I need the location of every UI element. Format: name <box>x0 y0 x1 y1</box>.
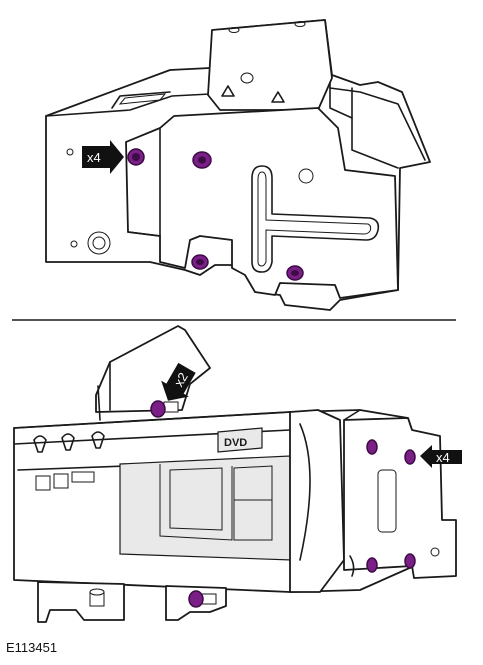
side-screw-2 <box>404 449 416 465</box>
bottom-bracket-left <box>37 581 125 623</box>
svg-text:DVD: DVD <box>224 437 247 449</box>
screw-bottom-right <box>286 265 304 281</box>
bottom-panel: DVD <box>13 325 462 623</box>
side-screw-1 <box>366 439 378 455</box>
screw-bottom-left <box>191 254 209 270</box>
bolt-top <box>150 400 179 418</box>
callout-x4-right-label: x4 <box>436 450 450 465</box>
screw-top-left <box>127 148 145 166</box>
callout-x2: x2 <box>161 362 196 401</box>
figure-reference: E113451 <box>6 640 58 655</box>
side-screw-4 <box>404 553 416 569</box>
bolt-bottom <box>188 590 217 608</box>
top-mounting-tab <box>207 19 333 111</box>
callout-x2-label: x2 <box>171 370 191 389</box>
callout-x4-top: x4 <box>82 140 124 174</box>
screw-top-center <box>192 151 212 169</box>
side-mounting-plate <box>343 417 457 579</box>
side-screw-3 <box>366 557 378 573</box>
callout-x4-top-label: x4 <box>87 150 101 165</box>
vent-3 <box>71 471 95 483</box>
post-left <box>89 588 105 607</box>
dvd-label: DVD <box>217 427 263 453</box>
vent-2 <box>53 473 69 489</box>
front-recess <box>119 455 293 561</box>
side-slot <box>377 469 397 533</box>
top-clips <box>33 431 105 453</box>
vent-1 <box>35 475 51 491</box>
right-end-cap <box>289 409 345 593</box>
top-panel: x4 <box>45 19 431 311</box>
callout-x4-right: x4 <box>420 445 462 468</box>
upper-bracket <box>95 325 211 413</box>
